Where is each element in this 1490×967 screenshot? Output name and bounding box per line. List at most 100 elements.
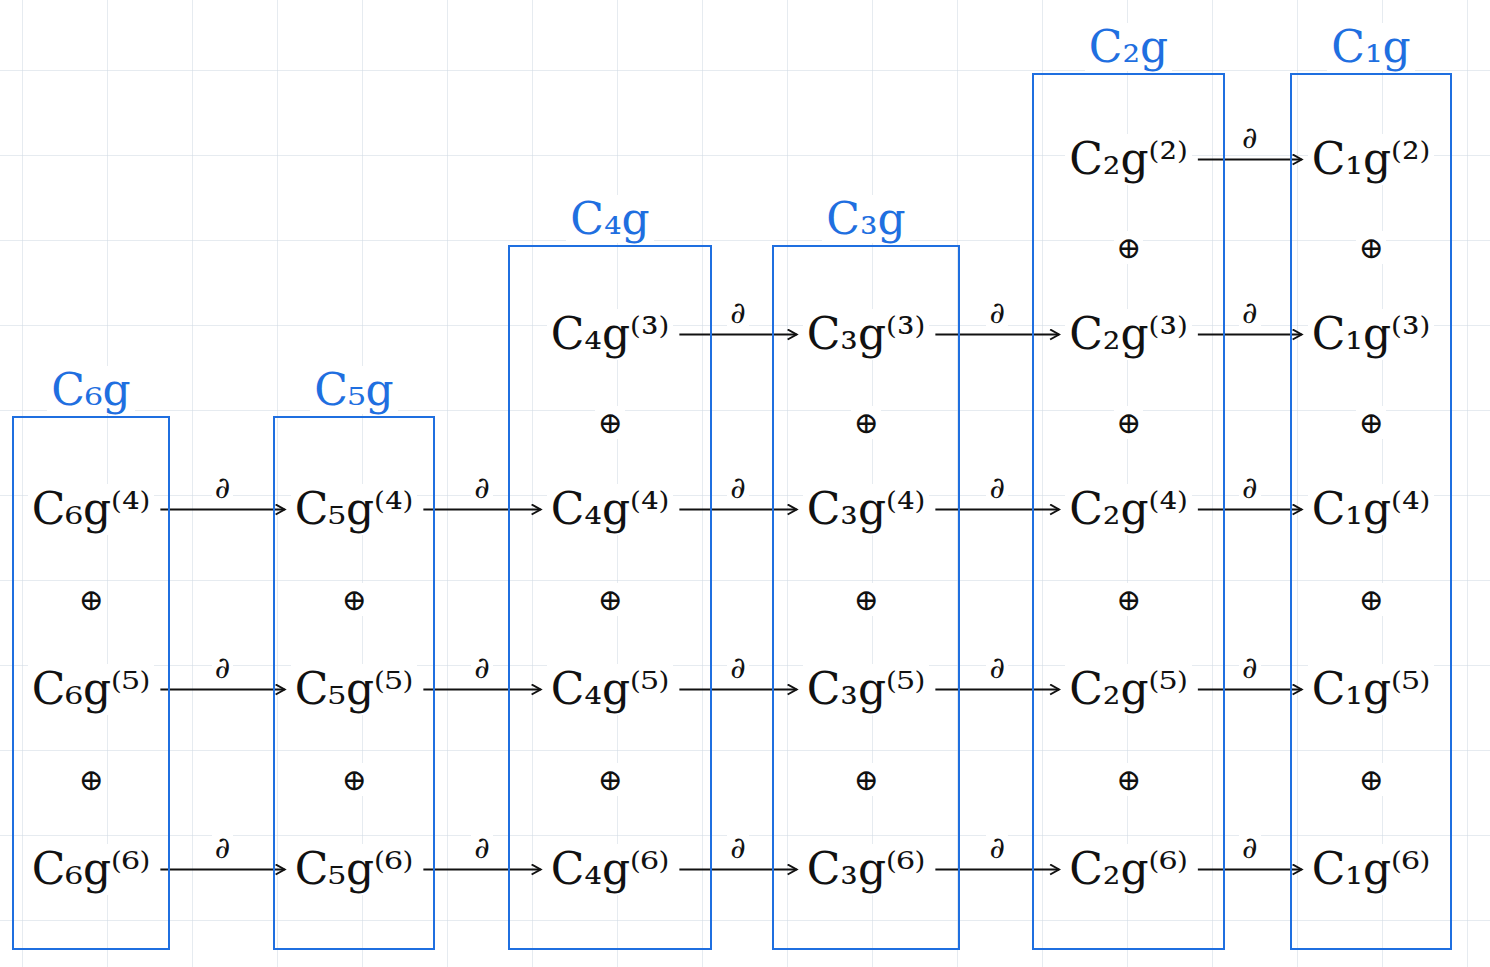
boundary-map-label: ∂: [1239, 651, 1261, 684]
arrow-line: [160, 689, 284, 691]
boundary-map-label: ∂: [986, 651, 1008, 684]
boundary-map-label: ∂: [212, 471, 234, 504]
complex-summand: C₄g⁽⁶⁾: [547, 844, 674, 895]
boundary-arrow: [423, 869, 540, 870]
complex-summand: C₂g⁽⁵⁾: [1065, 664, 1192, 715]
boundary-arrow: [679, 689, 796, 690]
boundary-arrow: [679, 869, 796, 870]
summand-text: C₁g⁽⁶⁾: [1308, 844, 1435, 895]
chain-group-box: C₁gC₁g⁽²⁾C₁g⁽³⁾C₁g⁽⁴⁾C₁g⁽⁵⁾C₁g⁽⁶⁾⊕⊕⊕⊕: [1290, 73, 1452, 950]
summand-text: C₆g⁽⁶⁾: [28, 844, 155, 895]
arrow-line: [1198, 509, 1302, 511]
summand-text: C₃g⁽⁴⁾: [803, 484, 930, 535]
complex-summand: C₆g⁽⁴⁾: [28, 484, 155, 535]
boundary-map-label: ∂: [727, 471, 749, 504]
boundary-arrow: [423, 689, 540, 690]
summand-text: C₂g⁽⁵⁾: [1065, 664, 1192, 715]
complex-summand: C₁g⁽⁶⁾: [1308, 844, 1435, 895]
chain-group-box: C₄gC₄g⁽³⁾C₄g⁽⁴⁾C₄g⁽⁵⁾C₄g⁽⁶⁾⊕⊕⊕: [508, 245, 712, 950]
group-heading: C₅g: [310, 366, 397, 414]
complex-summand: C₅g⁽⁶⁾: [291, 844, 418, 895]
boundary-arrow: [935, 869, 1059, 870]
complex-summand: C₃g⁽³⁾: [803, 309, 930, 360]
complex-summand: C₆g⁽⁶⁾: [28, 844, 155, 895]
arrow-line: [935, 689, 1059, 691]
arrow-line: [935, 509, 1059, 511]
boundary-map-label: ∂: [727, 831, 749, 864]
boundary-map-label: ∂: [1239, 831, 1261, 864]
complex-summand: C₅g⁽⁴⁾: [291, 484, 418, 535]
arrow-line: [1198, 334, 1302, 336]
direct-sum-sign: ⊕: [1114, 406, 1143, 439]
boundary-map-label: ∂: [986, 296, 1008, 329]
direct-sum-sign: ⊕: [1356, 231, 1385, 264]
boundary-map-label: ∂: [212, 651, 234, 684]
summand-text: C₅g⁽⁴⁾: [291, 484, 418, 535]
chain-group-box: C₂gC₂g⁽²⁾C₂g⁽³⁾C₂g⁽⁴⁾C₂g⁽⁵⁾C₂g⁽⁶⁾⊕⊕⊕⊕: [1032, 73, 1225, 950]
boundary-map-label: ∂: [1239, 471, 1261, 504]
complex-summand: C₂g⁽⁶⁾: [1065, 844, 1192, 895]
boundary-arrow: [423, 509, 540, 510]
arrow-line: [679, 869, 796, 871]
arrow-line: [935, 334, 1059, 336]
arrow-line: [160, 509, 284, 511]
chain-group-box: C₃gC₃g⁽³⁾C₃g⁽⁴⁾C₃g⁽⁵⁾C₃g⁽⁶⁾⊕⊕⊕: [772, 245, 960, 950]
summand-text: C₂g⁽²⁾: [1065, 134, 1192, 185]
group-heading: C₂g: [1085, 23, 1172, 71]
arrow-line: [679, 509, 796, 511]
direct-sum-sign: ⊕: [339, 763, 368, 796]
direct-sum-sign: ⊕: [1114, 231, 1143, 264]
arrow-line: [935, 869, 1059, 871]
complex-summand: C₂g⁽²⁾: [1065, 134, 1192, 185]
boundary-arrow: [679, 509, 796, 510]
direct-sum-sign: ⊕: [1114, 763, 1143, 796]
group-heading: C₆g: [47, 366, 134, 414]
summand-text: C₂g⁽³⁾: [1065, 309, 1192, 360]
boundary-arrow: [1198, 869, 1302, 870]
group-heading: C₄g: [566, 195, 653, 243]
boundary-arrow: [935, 334, 1059, 335]
boundary-map-label: ∂: [471, 831, 493, 864]
direct-sum-sign: ⊕: [76, 583, 105, 616]
complex-summand: C₁g⁽⁵⁾: [1308, 664, 1435, 715]
boundary-arrow: [1198, 509, 1302, 510]
group-heading: C₃g: [822, 195, 909, 243]
arrow-line: [1198, 689, 1302, 691]
chain-group-box: C₆gC₆g⁽⁴⁾C₆g⁽⁵⁾C₆g⁽⁶⁾⊕⊕: [12, 416, 170, 950]
summand-text: C₃g⁽³⁾: [803, 309, 930, 360]
direct-sum-sign: ⊕: [595, 583, 624, 616]
summand-text: C₁g⁽⁴⁾: [1308, 484, 1435, 535]
complex-summand: C₁g⁽³⁾: [1308, 309, 1435, 360]
summand-text: C₅g⁽⁶⁾: [291, 844, 418, 895]
boundary-map-label: ∂: [986, 831, 1008, 864]
summand-text: C₆g⁽⁵⁾: [28, 664, 155, 715]
direct-sum-sign: ⊕: [851, 583, 880, 616]
summand-text: C₆g⁽⁴⁾: [28, 484, 155, 535]
complex-summand: C₅g⁽⁵⁾: [291, 664, 418, 715]
direct-sum-sign: ⊕: [1356, 583, 1385, 616]
direct-sum-sign: ⊕: [851, 406, 880, 439]
boundary-map-label: ∂: [727, 651, 749, 684]
boundary-arrow: [160, 509, 284, 510]
direct-sum-sign: ⊕: [1356, 406, 1385, 439]
arrow-line: [160, 869, 284, 871]
direct-sum-sign: ⊕: [595, 406, 624, 439]
complex-summand: C₃g⁽⁴⁾: [803, 484, 930, 535]
direct-sum-sign: ⊕: [1114, 583, 1143, 616]
boundary-map-label: ∂: [471, 471, 493, 504]
summand-text: C₂g⁽⁶⁾: [1065, 844, 1192, 895]
arrow-line: [679, 689, 796, 691]
arrow-line: [1198, 159, 1302, 161]
boundary-map-label: ∂: [986, 471, 1008, 504]
boundary-arrow: [1198, 334, 1302, 335]
boundary-arrow: [679, 334, 796, 335]
boundary-map-label: ∂: [212, 831, 234, 864]
complex-summand: C₄g⁽⁴⁾: [547, 484, 674, 535]
complex-summand: C₂g⁽⁴⁾: [1065, 484, 1192, 535]
summand-text: C₁g⁽²⁾: [1308, 134, 1435, 185]
direct-sum-sign: ⊕: [851, 763, 880, 796]
complex-summand: C₃g⁽⁵⁾: [803, 664, 930, 715]
summand-text: C₅g⁽⁵⁾: [291, 664, 418, 715]
boundary-arrow: [935, 689, 1059, 690]
